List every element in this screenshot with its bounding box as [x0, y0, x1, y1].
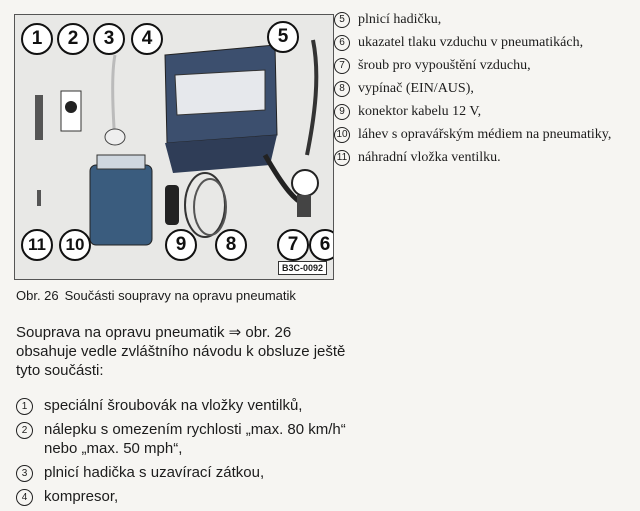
legend-text: ukazatel tlaku vzduchu v pneumatikách,: [358, 35, 584, 50]
legend-text: náhradní vložka ventilku.: [358, 150, 501, 165]
legend-text: plnicí hadičku,: [358, 12, 442, 27]
callout-4: 4: [131, 23, 163, 55]
list-item: 2 nálepku s omezením rychlosti „max. 80 k…: [16, 420, 376, 458]
list-number: 2: [16, 422, 33, 439]
figure-photo: 1 2 3 4 5 11 10 9 8 7 6 B3C-0092: [14, 14, 334, 280]
legend-item: 10 láhev s opravářským médiem na pneumati…: [334, 123, 634, 146]
legend-number: 8: [334, 81, 350, 97]
list-text: plnicí hadička s uzavírací zátkou,: [44, 464, 265, 481]
list-text: nálepku s omezením rychlosti „max. 80 km…: [44, 421, 346, 457]
callout-2: 2: [57, 23, 89, 55]
callout-3: 3: [93, 23, 125, 55]
legend-number: 6: [334, 35, 350, 51]
legend-item: 9 konektor kabelu 12 V,: [334, 100, 634, 123]
callout-1: 1: [21, 23, 53, 55]
parts-list: 1 speciální šroubovák na vložky ventilků,…: [16, 396, 376, 511]
legend-text: konektor kabelu 12 V,: [358, 104, 482, 119]
list-item: 1 speciální šroubovák na vložky ventilků,: [16, 396, 376, 415]
callout-6: 6: [309, 229, 333, 261]
callout-9: 9: [165, 229, 197, 261]
legend-number: 11: [334, 150, 350, 166]
figure-code: B3C-0092: [277, 261, 327, 275]
callout-5: 5: [267, 21, 299, 53]
legend-text: láhev s opravářským médiem na pneumatiky…: [358, 127, 612, 142]
callout-7: 7: [277, 229, 309, 261]
list-number: 3: [16, 465, 33, 482]
legend-number: 9: [334, 104, 350, 120]
list-number: 4: [16, 489, 33, 506]
legend-item: 5 plnicí hadičku,: [334, 8, 634, 31]
legend-text: vypínač (EIN/AUS),: [358, 81, 474, 96]
callout-11: 11: [21, 229, 53, 261]
figure-legend: 5 plnicí hadičku, 6 ukazatel tlaku vzduchu…: [334, 8, 634, 169]
list-text: speciální šroubovák na vložky ventilků,: [44, 397, 303, 414]
legend-item: 7 šroub pro vypouštění vzduchu,: [334, 54, 634, 77]
legend-item: 8 vypínač (EIN/AUS),: [334, 77, 634, 100]
caption-label: Obr. 26: [16, 288, 59, 303]
intro-paragraph: Souprava na opravu pneumatik ⇒ obr. 26 o…: [16, 324, 346, 379]
list-item: 4 kompresor,: [16, 487, 376, 506]
legend-item: 6 ukazatel tlaku vzduchu v pneumatikách,: [334, 31, 634, 54]
legend-number: 5: [334, 12, 350, 28]
figure-caption: Obr. 26 Součásti soupravy na opravu pneum…: [16, 288, 296, 303]
legend-text: šroub pro vypouštění vzduchu,: [358, 58, 531, 73]
legend-number: 10: [334, 127, 350, 143]
list-item: 3 plnicí hadička s uzavírací zátkou,: [16, 463, 376, 482]
callout-8: 8: [215, 229, 247, 261]
legend-number: 7: [334, 58, 350, 74]
legend-item: 11 náhradní vložka ventilku.: [334, 146, 634, 169]
callout-10: 10: [59, 229, 91, 261]
list-text: kompresor,: [44, 488, 119, 505]
caption-text: Součásti soupravy na opravu pneumatik: [64, 288, 296, 303]
repair-kit-illustration: [35, 39, 319, 246]
list-number: 1: [16, 398, 33, 415]
